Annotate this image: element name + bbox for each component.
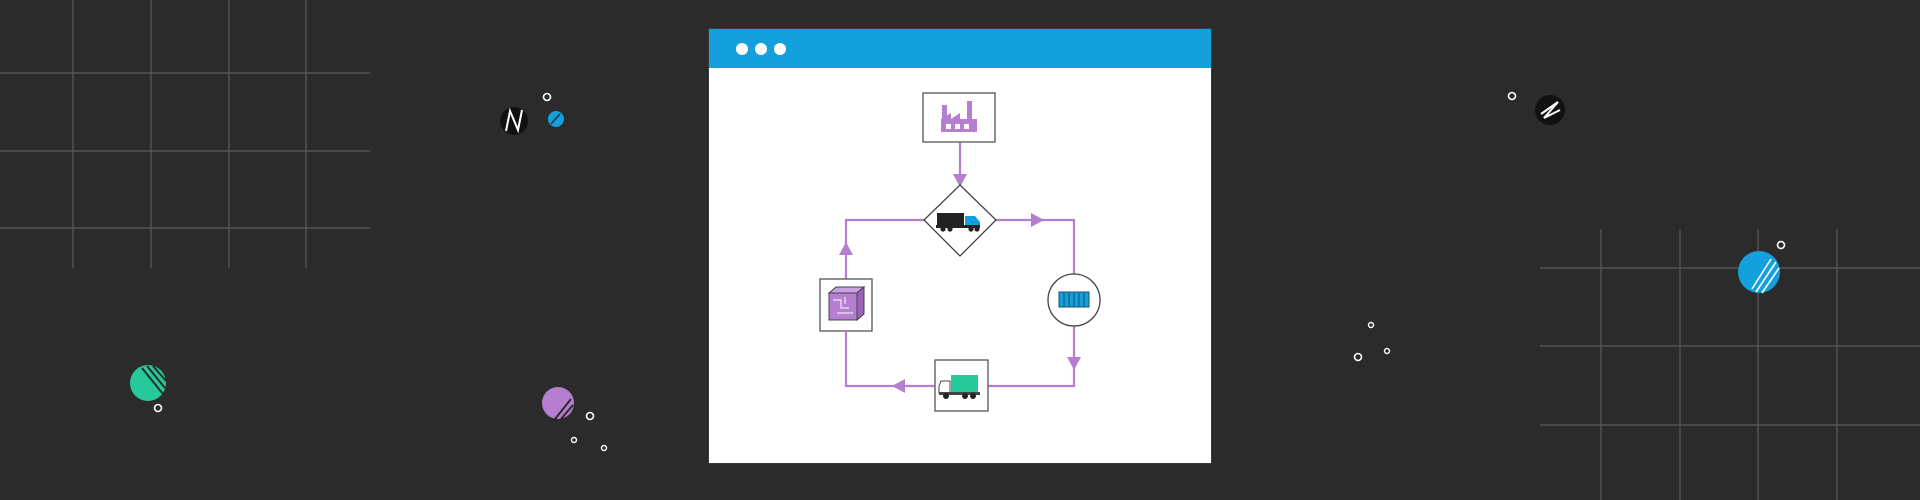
node-container [1047, 273, 1101, 327]
ring-icon [570, 436, 578, 444]
ring-icon [585, 411, 595, 421]
blue-dot-icon [548, 111, 564, 127]
edge-package-to-truck [844, 218, 926, 281]
flow-lines [844, 141, 1076, 388]
window-control-dot[interactable] [736, 43, 748, 55]
ring-icon [1776, 240, 1786, 250]
package-box-icon [827, 285, 866, 322]
edge-delivery-to-package [844, 331, 936, 388]
ring-icon [1353, 352, 1363, 362]
ring-icon [1507, 91, 1517, 101]
delivery-truck-icon [938, 375, 980, 399]
ring-icon [1383, 347, 1391, 355]
ring-icon [153, 403, 163, 413]
supply-chain-flow-diagram [819, 92, 1101, 412]
black-scribble-planet-icon [1535, 95, 1565, 125]
diagram-window [709, 29, 1211, 463]
flow-arrowheads [839, 174, 1081, 393]
grid-bottom-right [1540, 229, 1920, 500]
arrowhead [892, 379, 905, 393]
factory-icon [941, 101, 977, 132]
edge-truck-to-container [994, 218, 1076, 280]
ring-icon [1367, 321, 1375, 329]
shipping-container-icon [1058, 291, 1090, 308]
node-package [819, 278, 873, 332]
ring-icon [600, 444, 608, 452]
window-control-dot[interactable] [755, 43, 767, 55]
ring-icon [542, 92, 552, 102]
edge-container-to-delivery [986, 319, 1076, 388]
arrowhead [1031, 213, 1044, 227]
node-delivery-truck [934, 359, 989, 412]
node-factory [922, 92, 996, 143]
window-titlebar [709, 29, 1211, 68]
purple-planet-icon [542, 387, 574, 420]
green-planet-icon [130, 365, 167, 401]
node-truck-decision [923, 184, 997, 257]
window-control-dot[interactable] [774, 43, 786, 55]
grid-top-left [0, 0, 370, 268]
arrowhead [953, 174, 967, 187]
blue-planet-icon [1738, 251, 1780, 294]
semi-truck-icon [936, 213, 980, 232]
black-scribble-planet-icon [500, 107, 528, 135]
arrowhead [839, 242, 853, 255]
arrowhead [1067, 357, 1081, 370]
